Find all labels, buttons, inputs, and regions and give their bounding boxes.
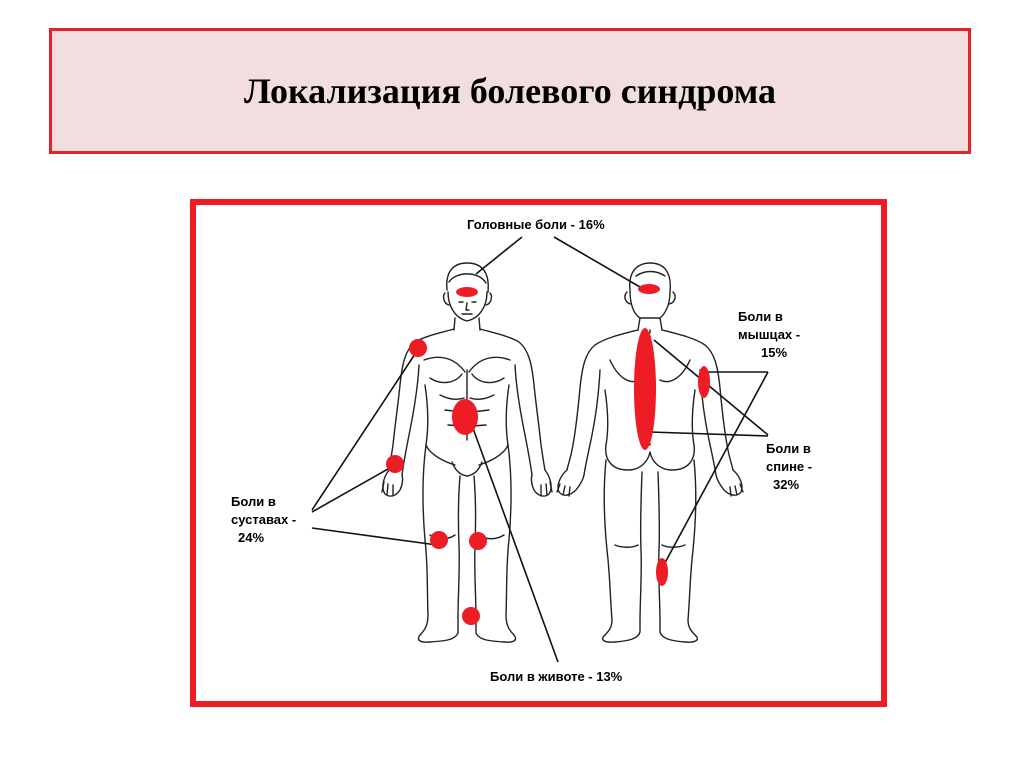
spot-ankle [462,607,480,625]
pain-spots [386,284,710,625]
spot-shoulder [409,339,427,357]
spot-wrist [386,455,404,473]
leader-lines [311,236,769,663]
label-muscles-1: Боли в [738,309,783,324]
label-joints-3: 24% [238,530,265,545]
spot-arm-muscle [698,366,710,398]
label-back-2: спине - [766,459,813,474]
spot-knee-left [430,531,448,549]
diagram-frame [190,199,887,707]
spot-abdomen [452,399,478,435]
back-figure [556,262,744,643]
spot-spine [634,328,656,450]
spot-head-back [638,284,660,294]
slide-title: Локализация болевого синдрома [244,71,776,111]
label-muscles-3: 15% [761,345,788,360]
spot-knee-right [469,532,487,550]
label-back-1: Боли в [766,441,811,456]
label-headache: Головные боли - 16% [467,217,605,232]
front-figure [381,262,553,643]
title-box: Локализация болевого синдрома [49,28,971,154]
label-back-3: 32% [773,477,800,492]
spot-head-front [456,287,478,297]
label-joints-1: Боли в [231,494,276,509]
label-muscles-2: мышцах - [738,327,801,342]
spot-calf [656,558,668,586]
label-abdomen: Боли в животе - 13% [490,669,623,684]
label-joints-2: суставах - [231,512,297,527]
